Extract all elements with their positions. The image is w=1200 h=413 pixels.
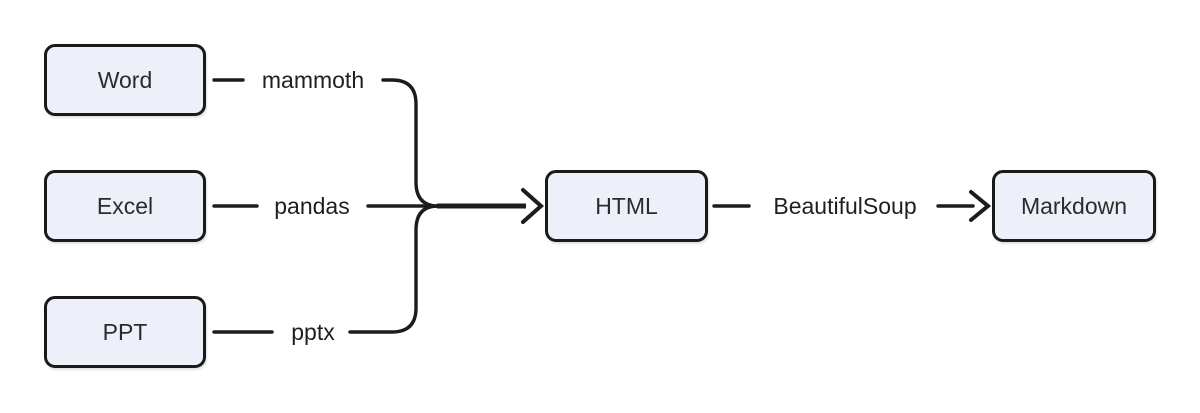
edge-ppt-to-junction-line (348, 204, 440, 334)
node-markdown: Markdown (992, 170, 1156, 242)
node-ppt-label: PPT (102, 318, 148, 345)
node-ppt: PPT (44, 296, 206, 368)
node-word-label: Word (97, 66, 153, 93)
edge-label-pandas: pandas (270, 193, 354, 221)
edge-word-to-junction-line (381, 78, 440, 208)
edge-label-mammoth: mammoth (257, 67, 369, 95)
edge-label-pptx: pptx (287, 319, 339, 347)
node-html-label: HTML (595, 192, 658, 219)
node-html: HTML (545, 170, 708, 242)
edge-label-beautifulsoup: BeautifulSoup (769, 193, 921, 221)
arrowhead-into-html-icon (521, 188, 545, 224)
node-excel: Excel (44, 170, 206, 242)
arrowhead-into-markdown-icon (969, 190, 992, 222)
node-markdown-label: Markdown (1020, 192, 1128, 219)
node-word: Word (44, 44, 206, 116)
node-excel-label: Excel (96, 192, 154, 219)
